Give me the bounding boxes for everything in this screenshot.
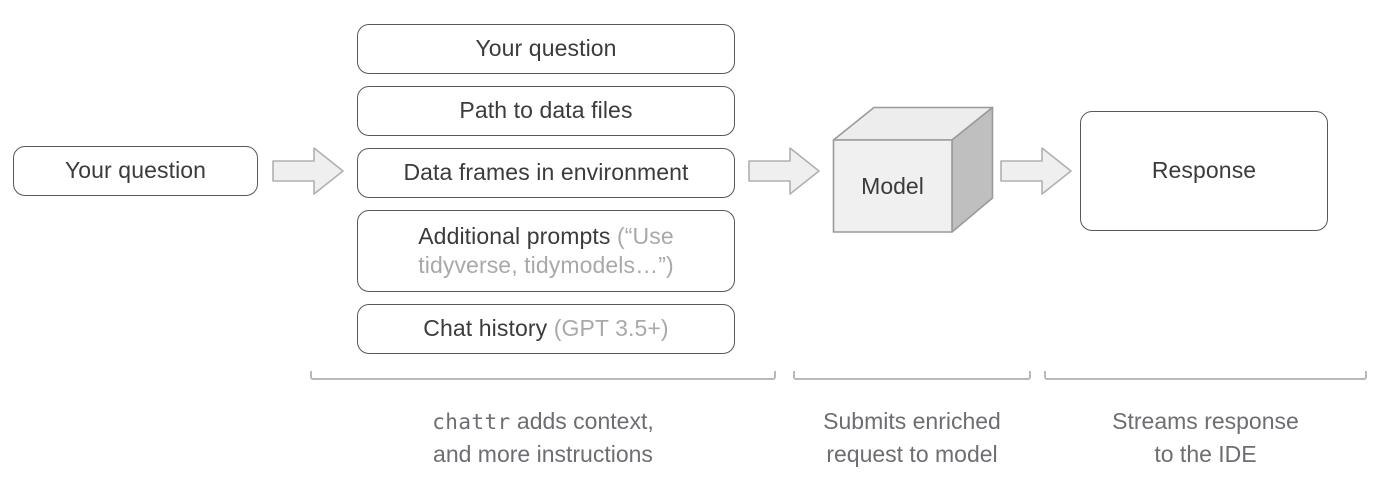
stack-item-chat-history: Chat history (GPT 3.5+) xyxy=(357,304,735,354)
arrow-question-to-stack xyxy=(272,146,344,196)
node-model-label: Model xyxy=(861,172,924,199)
node-model-label-box: Model xyxy=(833,140,952,232)
caption-submit: Submits enriched request to model xyxy=(793,405,1031,470)
bracket-stream xyxy=(1044,371,1367,380)
stack-item-note: (GPT 3.5+) xyxy=(553,315,669,342)
caption-stream-line2: to the IDE xyxy=(1154,440,1257,467)
bracket-context xyxy=(310,371,776,380)
bracket-submit xyxy=(793,371,1031,380)
stack-item-your-question: Your question xyxy=(357,24,735,74)
node-your-question: Your question xyxy=(13,146,258,196)
caption-submit-line2: request to model xyxy=(826,440,998,467)
node-your-question-label: Your question xyxy=(64,157,207,184)
caption-context-rest: adds context, xyxy=(510,408,654,434)
caption-context: chattr adds context, and more instructio… xyxy=(310,405,776,470)
stack-item-label: Your question xyxy=(475,35,617,62)
stack-item-path-to-data-files: Path to data files xyxy=(357,86,735,136)
arrow-stack-to-model xyxy=(748,146,820,196)
caption-submit-line1: Submits enriched xyxy=(823,408,1001,434)
caption-stream: Streams response to the IDE xyxy=(1044,405,1367,470)
caption-context-line1: chattr adds context, xyxy=(310,405,776,438)
caption-context-line2: and more instructions xyxy=(433,440,653,467)
stack-item-data-frames: Data frames in environment xyxy=(357,148,735,198)
stack-item-note: (“Use tidyverse, tidymodels…”) xyxy=(418,222,674,278)
stack-item-additional-prompts: Additional prompts (“Use tidyverse, tidy… xyxy=(357,210,735,292)
caption-context-mono: chattr xyxy=(432,410,511,434)
node-response: Response xyxy=(1080,111,1328,231)
node-response-label: Response xyxy=(1151,157,1257,184)
node-model-cube: Model xyxy=(832,106,994,234)
stack-item-wrapper: Chat history (GPT 3.5+) xyxy=(423,314,668,343)
stack-item-label: Path to data files xyxy=(459,97,633,124)
stack-item-wrapper: Additional prompts (“Use tidyverse, tidy… xyxy=(370,222,722,281)
arrow-model-to-response xyxy=(1000,146,1072,196)
stack-item-label: Chat history xyxy=(423,315,554,342)
stack-item-label: Data frames in environment xyxy=(403,159,689,186)
caption-stream-line1: Streams response xyxy=(1112,408,1299,434)
stack-item-label: Additional prompts xyxy=(418,222,618,249)
